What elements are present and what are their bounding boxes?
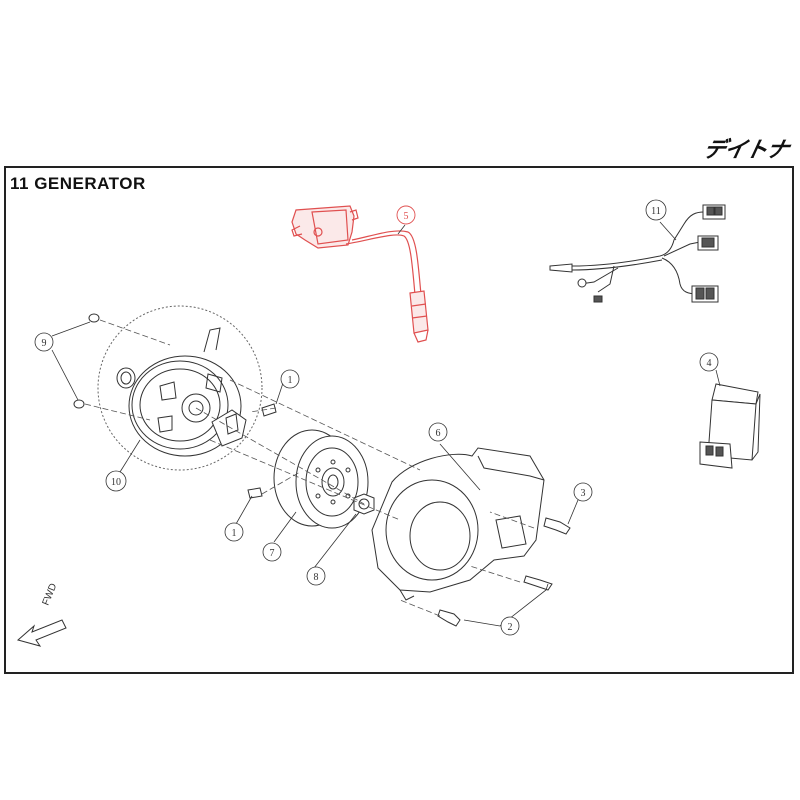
svg-text:10: 10 [111, 477, 121, 488]
bolt-2-upper [523, 575, 553, 591]
section-title: 11 GENERATOR [10, 174, 146, 193]
callout-3[interactable]: 3 [573, 482, 593, 502]
svg-text:9: 9 [42, 338, 47, 349]
diagram-frame [4, 166, 794, 674]
generator-cover-part[interactable] [371, 447, 545, 601]
callout-1-upper[interactable]: 1 [280, 369, 300, 389]
callout-6[interactable]: 6 [428, 422, 448, 442]
svg-text:5: 5 [404, 211, 409, 222]
callout-8[interactable]: 8 [306, 566, 326, 586]
ignition-coil-part[interactable] [291, 205, 429, 343]
fwd-arrow-icon [16, 619, 67, 647]
svg-text:4: 4 [707, 358, 712, 369]
wire-harness-part[interactable] [549, 204, 726, 303]
svg-text:1: 1 [288, 375, 293, 386]
svg-text:6: 6 [436, 428, 441, 439]
assembly-guide-lines [84, 319, 535, 617]
svg-text:1: 1 [232, 528, 237, 539]
callout-4[interactable]: 4 [699, 352, 719, 372]
bolt-3 [543, 517, 571, 535]
svg-text:2: 2 [508, 622, 513, 633]
washer-9-upper [88, 313, 100, 323]
bolt-2-lower [437, 609, 461, 627]
bolt-1-upper [261, 403, 277, 417]
svg-text:11: 11 [651, 206, 661, 217]
flywheel-part[interactable] [273, 429, 369, 529]
washer-9-lower [73, 399, 85, 409]
callout-5[interactable]: 5 [396, 205, 416, 225]
leader-lines [51, 221, 721, 627]
callout-9[interactable]: 9 [34, 332, 54, 352]
cdi-unit-part[interactable] [699, 383, 761, 469]
fwd-label: FWD [41, 582, 60, 607]
callout-10[interactable]: 10 [105, 470, 127, 492]
bolts [73, 313, 571, 627]
svg-text:3: 3 [581, 488, 586, 499]
callout-11[interactable]: 11 [645, 199, 667, 221]
callout-1-lower[interactable]: 1 [224, 522, 244, 542]
callout-2[interactable]: 2 [500, 616, 520, 636]
svg-text:7: 7 [270, 548, 275, 559]
svg-text:8: 8 [314, 572, 319, 583]
stator-assembly-part[interactable] [97, 305, 263, 471]
callout-7[interactable]: 7 [262, 542, 282, 562]
bolt-1-lower [247, 487, 263, 499]
